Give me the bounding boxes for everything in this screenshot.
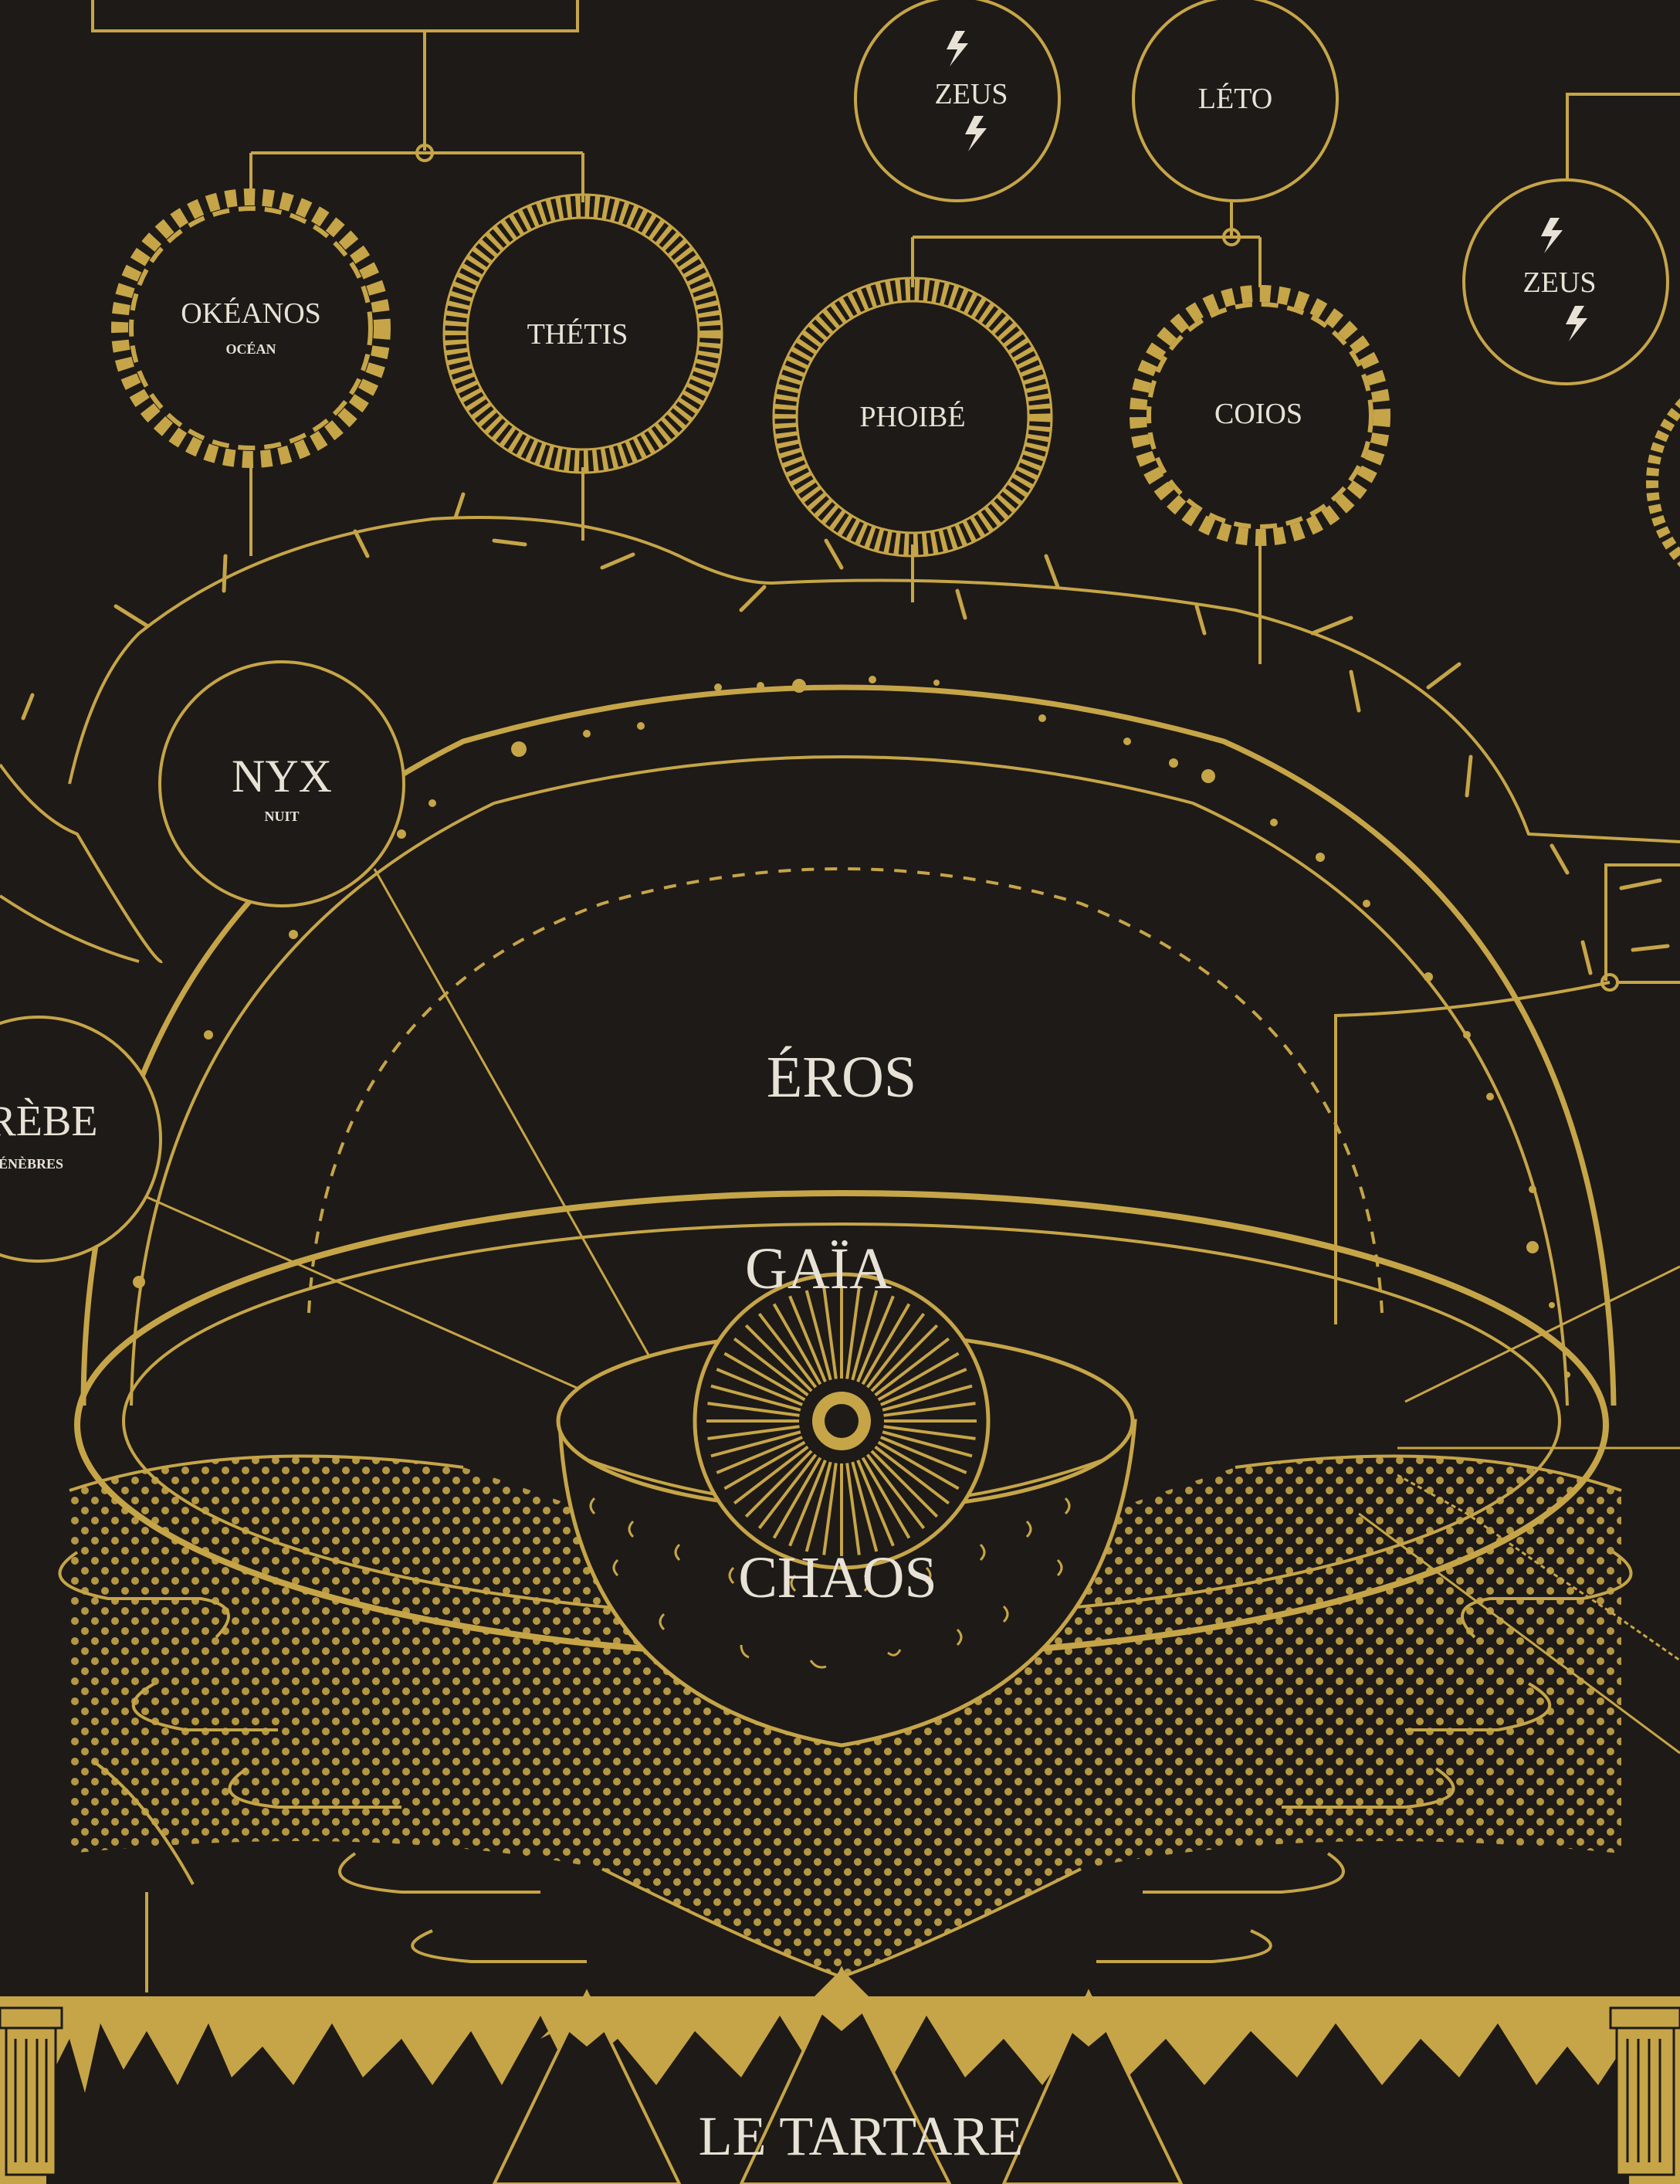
- node-label: THÉTIS: [527, 318, 628, 351]
- node-label: ZEUS: [1523, 266, 1597, 299]
- node-sublabel: NUIT: [264, 809, 299, 824]
- node-label: NYX: [232, 751, 332, 802]
- sun-eye: [695, 1274, 988, 1568]
- node-okeanos[interactable]: OKÉANOS OCÉAN: [120, 197, 382, 460]
- node-nyx[interactable]: NYX NUIT: [160, 662, 404, 906]
- node-leto[interactable]: LÉTO: [1133, 0, 1337, 201]
- chaos-label: CHAOS: [738, 1545, 937, 1610]
- node-label: PHOIBÉ: [859, 401, 965, 433]
- node-coios[interactable]: COIOS: [1138, 293, 1382, 538]
- node-label: LÉTO: [1198, 83, 1272, 115]
- node-label: ZEUS: [935, 78, 1008, 110]
- node-label: OKÉANOS: [181, 297, 321, 330]
- greek-column-left: [0, 2008, 62, 2175]
- node-sublabel: ÉNÈBRES: [0, 1155, 63, 1172]
- node-label: RÈBE: [0, 1097, 98, 1145]
- node-zeus-top[interactable]: ZEUS: [855, 0, 1059, 201]
- eros-label: ÉROS: [767, 1045, 916, 1110]
- node-zeus-right[interactable]: ZEUS: [1464, 180, 1668, 384]
- gaia-label: GAÏA: [745, 1236, 892, 1301]
- greek-column-right: [1611, 2008, 1680, 2175]
- node-label: COIOS: [1214, 398, 1302, 430]
- tartare-label: LE TARTARE: [699, 2105, 1024, 2167]
- node-sublabel: OCÉAN: [225, 341, 276, 357]
